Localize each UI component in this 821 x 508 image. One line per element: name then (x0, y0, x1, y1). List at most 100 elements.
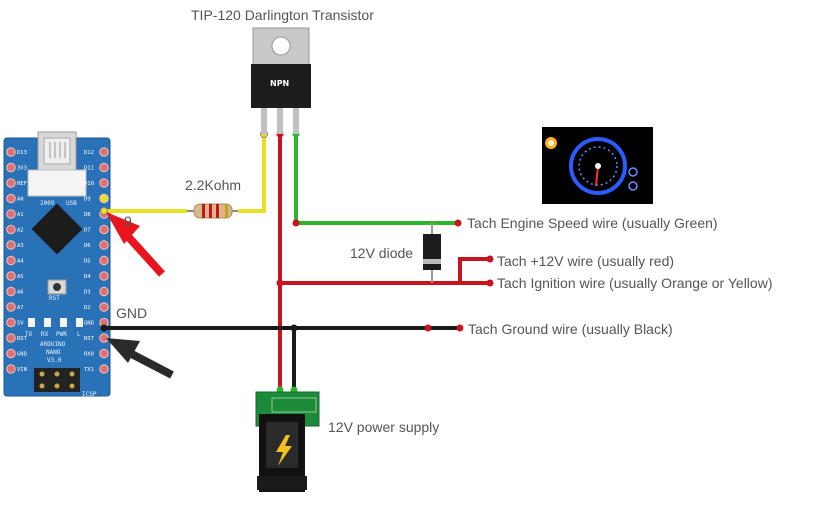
pin-label-right-a1: A1 (17, 212, 24, 218)
transistor-npn-label: NPN (270, 79, 289, 88)
black-arrow-icon (106, 338, 174, 379)
pin-pad-left-rst[interactable] (99, 333, 109, 343)
pin-pad-right-ref[interactable] (6, 178, 16, 188)
pin-pad-right-a4[interactable] (6, 255, 16, 266)
board-rst-label: RST (49, 295, 60, 302)
wires (100, 130, 494, 394)
pin-pad-right-d13[interactable] (6, 147, 16, 157)
board-year-label: 2009 (40, 200, 55, 207)
joint-gnd-mid (424, 324, 432, 332)
led-rx (44, 318, 51, 327)
pin-pad-left-rx0[interactable] (99, 348, 109, 359)
joint-tach-speed (454, 219, 462, 227)
arduino-nano-board[interactable]: 2009 USB RST TX RX PWR L ARDUINO NANO V3… (3, 131, 111, 398)
board-led-label-rx: RX (41, 331, 49, 338)
power-supply-label: 12V power supply (328, 419, 439, 435)
pin-pad-right-a3[interactable] (6, 240, 16, 250)
pin-pad-right-5v[interactable] (6, 317, 16, 328)
pin-pad-left-tx1[interactable] (99, 364, 109, 374)
pin-label-left-tx1: TX1 (84, 367, 94, 373)
pin9-label: 9 (124, 213, 132, 229)
diode-12v[interactable] (423, 234, 441, 270)
usb-connector-icon (37, 131, 77, 171)
wire-yellow-base[interactable] (238, 134, 266, 213)
pin-label-left-d3: D3 (84, 290, 91, 296)
icsp-header (34, 368, 80, 392)
pin-label-right-a2: A2 (17, 228, 24, 234)
pin-label-left-d2: D2 (84, 305, 91, 311)
pin-label-right-rst: RST (17, 336, 28, 342)
pin-pad-left-d6[interactable] (99, 240, 109, 250)
pin-pad-left-d3[interactable] (99, 286, 109, 297)
pin-pad-left-d4[interactable] (99, 271, 109, 281)
resistor-2-2kohm[interactable] (187, 203, 238, 219)
pin-label-right-d13: D13 (17, 150, 27, 156)
pin-pad-left-d9[interactable] (99, 193, 109, 204)
pin-label-right-3v3: 3V3 (17, 166, 27, 172)
reset-button-cap[interactable] (53, 283, 61, 291)
pin-pad-left-d7[interactable] (99, 224, 109, 235)
board-name-line-1: ARDUINO (40, 341, 66, 348)
pin-pad-right-a1[interactable] (6, 209, 16, 219)
power-jack-icon[interactable] (255, 391, 320, 492)
tachometer-icon (542, 127, 653, 204)
pin-label-left-gnd: GND (84, 321, 94, 327)
board-led-label-pwr: PWR (56, 331, 67, 338)
pin-label-left-rst: RST (84, 336, 95, 342)
gnd-label: GND (116, 305, 147, 321)
joint-gnd-split (290, 324, 298, 332)
pin-pad-right-gnd[interactable] (6, 348, 16, 359)
pin-pad-right-vin[interactable] (6, 364, 16, 374)
transistor-label: TIP-120 Darlington Transistor (191, 7, 374, 23)
board-led-label-l: L (77, 331, 81, 338)
joint-tach-12v (486, 255, 494, 263)
pin-label-right-5v: 5V (17, 321, 24, 327)
pin-label-right-a5: A5 (17, 274, 24, 280)
pin-label-right-gnd: GND (17, 352, 27, 358)
joint-green-corner (292, 219, 300, 227)
pin-label-left-d7: D7 (84, 228, 91, 234)
tach-ground-label: Tach Ground wire (usually Black) (468, 321, 673, 337)
pin-pad-right-a2[interactable] (6, 224, 16, 235)
joint-tach-ignition (486, 279, 494, 287)
pin-pad-right-rst[interactable] (6, 333, 16, 343)
resistor-label: 2.2Kohm (185, 177, 241, 193)
pin-label-right-a7: A7 (17, 305, 24, 311)
pin-label-left-d11: D11 (84, 166, 94, 172)
wire-green-emitter[interactable] (294, 134, 458, 225)
board-usb-label: USB (66, 200, 77, 207)
pin-pad-right-a7[interactable] (6, 302, 16, 312)
wire-red-12v[interactable] (432, 257, 490, 285)
tach-speed-label: Tach Engine Speed wire (usually Green) (467, 215, 718, 231)
pin-label-right-a4: A4 (17, 259, 24, 265)
pin-pad-left-d12[interactable] (99, 147, 109, 157)
pin-label-right-vin: VIN (17, 367, 27, 373)
tach-12v-label: Tach +12V wire (usually red) (497, 253, 674, 269)
pin-pad-left-d11[interactable] (99, 162, 109, 173)
joint-gnd-pin (100, 324, 108, 332)
pin-label-left-d4: D4 (84, 274, 91, 280)
pin-label-left-d12: D12 (84, 150, 94, 156)
pin-label-right-a0: A0 (17, 197, 24, 203)
led-tx (28, 318, 35, 327)
board-name-line-2: NANO (46, 349, 61, 356)
led-l (76, 318, 83, 327)
joint-tach-ground (456, 324, 464, 332)
tip120-transistor[interactable]: NPN (251, 27, 311, 134)
joint-red-split (276, 279, 284, 287)
pin-pad-left-d5[interactable] (99, 255, 109, 266)
pin-label-right-a3: A3 (17, 243, 24, 249)
pin-pad-right-a6[interactable] (6, 286, 16, 297)
pin-pad-left-d10[interactable] (99, 178, 109, 188)
board-icsp-label: ICSP (82, 391, 97, 398)
board-name-line-3: V3.0 (47, 357, 62, 364)
pin-pad-right-3v3[interactable] (6, 162, 16, 173)
pin-pad-left-d2[interactable] (99, 302, 109, 312)
red-arrow-icon (106, 212, 165, 277)
pin-pad-right-a5[interactable] (6, 271, 16, 281)
microcontroller-chip (31, 203, 83, 255)
pin-pad-right-a0[interactable] (6, 193, 16, 204)
